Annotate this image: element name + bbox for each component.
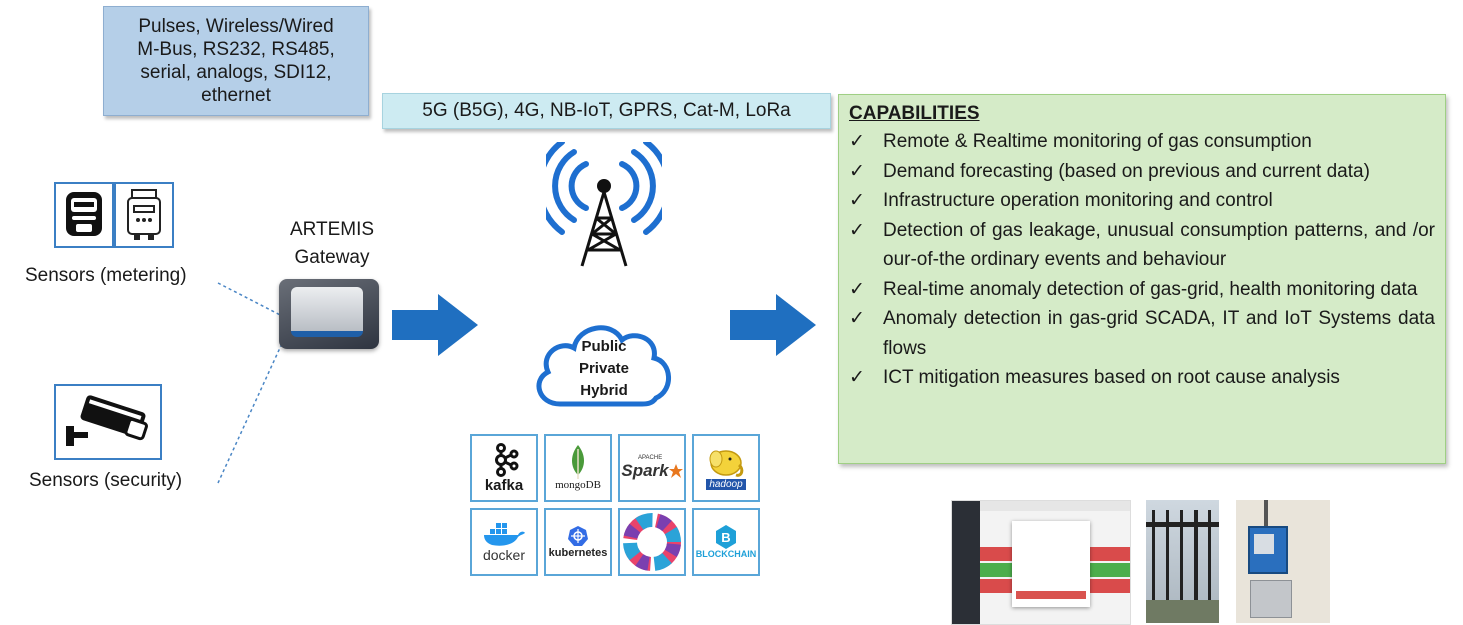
- colorful-ring-icon: [623, 513, 681, 571]
- gateway-title-line-2: Gateway: [294, 247, 370, 268]
- capability-item: ✓ Remote & Realtime monitoring of gas co…: [849, 127, 1435, 157]
- kubernetes-label: kubernetes: [548, 547, 608, 559]
- cloud-label-hybrid: Hybrid: [580, 382, 628, 399]
- capability-item: ✓ Demand forecasting (based on previous …: [849, 157, 1435, 187]
- interfaces-line-4: ethernet: [201, 85, 271, 106]
- interfaces-line-2: M-Bus, RS232, RS485,: [137, 39, 335, 60]
- kafka-logo: kafka: [470, 434, 538, 502]
- check-icon: ✓: [849, 160, 865, 182]
- check-icon: ✓: [849, 131, 865, 152]
- spark-label: Spark: [621, 461, 669, 480]
- hadoop-label: hadoop: [706, 478, 746, 490]
- interfaces-line-3: serial, analogs, SDI12,: [140, 62, 332, 83]
- spark-apache-label: APACHE: [638, 455, 663, 461]
- check-icon: ✓: [849, 367, 865, 388]
- hadoop-logo: hadoop: [692, 434, 760, 502]
- antenna-tower-icon: [546, 142, 662, 267]
- arrow-right-icon: [730, 294, 816, 356]
- dashboard-screenshot-image: [951, 500, 1131, 625]
- capability-text: ICT mitigation measures based on root ca…: [883, 367, 1340, 388]
- technology-logo-grid: kafka mongoDB APACHE Spark hadoop: [470, 434, 760, 582]
- mongodb-label: mongoDB: [555, 479, 601, 491]
- capability-text: Remote & Realtime monitoring of gas cons…: [883, 131, 1312, 152]
- mongodb-leaf-icon: [572, 445, 584, 479]
- kafka-label: kafka: [484, 476, 524, 494]
- cloud-icon: [536, 325, 671, 407]
- blockchain-label: BLOCKCHAIN: [695, 549, 757, 559]
- sensors-security-label: Sensors (security): [29, 470, 183, 491]
- capability-item: ✓ Real-time anomaly detection of gas-gri…: [849, 275, 1435, 305]
- capabilities-title: CAPABILITIES: [849, 103, 980, 124]
- docker-logo: docker: [470, 508, 538, 576]
- hadoop-elephant-icon: [709, 449, 744, 477]
- capability-text: Real-time anomaly detection of gas-grid,…: [883, 278, 1418, 300]
- gateway-title-line-1: ARTEMIS: [289, 219, 375, 240]
- ring-logo: [618, 508, 686, 576]
- blockchain-icon: B: [716, 525, 736, 549]
- gas-meter-icon: [54, 182, 114, 248]
- check-icon: ✓: [849, 308, 865, 329]
- cloud-label-private: Private: [578, 360, 630, 377]
- gateway-title: ARTEMIS Gateway: [282, 216, 382, 272]
- capability-text: Detection of gas leakage, unusual consum…: [883, 219, 1435, 271]
- capability-item: ✓ Anomaly detection in gas-grid SCADA, I…: [849, 304, 1435, 363]
- artemis-gateway-device: [279, 279, 379, 349]
- kubernetes-wheel-icon: [568, 526, 588, 546]
- spark-star-icon: [668, 464, 683, 478]
- capabilities-box: CAPABILITIES ✓ Remote & Realtime monitor…: [838, 94, 1446, 464]
- networks-label: 5G (B5G), 4G, NB-IoT, GPRS, Cat-M, LoRa: [422, 100, 791, 121]
- capability-text: Infrastructure operation monitoring and …: [883, 190, 1273, 211]
- check-icon: ✓: [849, 278, 865, 300]
- check-icon: ✓: [849, 219, 865, 241]
- kubernetes-logo: kubernetes: [544, 508, 612, 576]
- blockchain-logo: B BLOCKCHAIN: [692, 508, 760, 576]
- installed-gateway-photo: [1236, 500, 1330, 623]
- svg-text:B: B: [721, 530, 730, 545]
- capability-text: Demand forecasting (based on previous an…: [883, 160, 1370, 182]
- capability-item: ✓ Detection of gas leakage, unusual cons…: [849, 216, 1435, 275]
- networks-box: 5G (B5G), 4G, NB-IoT, GPRS, Cat-M, LoRa: [382, 93, 831, 129]
- cloud-labels: Public Private Hybrid: [560, 336, 648, 402]
- mongodb-logo: mongoDB: [544, 434, 612, 502]
- capability-item: ✓ ICT mitigation measures based on root …: [849, 363, 1435, 393]
- interfaces-line-1: Pulses, Wireless/Wired: [138, 16, 334, 37]
- spark-logo: APACHE Spark: [618, 434, 686, 502]
- gas-station-fence-photo: [1146, 500, 1219, 623]
- docker-whale-icon: [484, 523, 525, 546]
- docker-label: docker: [482, 547, 526, 563]
- sensors-metering-label: Sensors (metering): [25, 265, 187, 286]
- arrow-right-icon: [392, 294, 478, 356]
- capability-text: Anomaly detection in gas-grid SCADA, IT …: [883, 308, 1435, 359]
- capability-item: ✓ Infrastructure operation monitoring an…: [849, 186, 1435, 216]
- interfaces-box: Pulses, Wireless/Wired M-Bus, RS232, RS4…: [103, 6, 369, 116]
- security-camera-icon: [54, 384, 162, 460]
- cloud-label-public: Public: [581, 338, 627, 355]
- kafka-icon: [495, 442, 519, 477]
- check-icon: ✓: [849, 190, 865, 211]
- water-meter-icon: [114, 182, 174, 248]
